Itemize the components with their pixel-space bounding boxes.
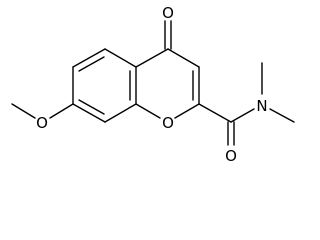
bond-c8-c8a [104, 103, 137, 123]
bond-c7-c8 [72, 103, 106, 123]
bond-c2-camide [198, 103, 232, 123]
benzene-ring [72, 48, 137, 123]
amide-oxygen-label: O [225, 147, 237, 165]
amide-group [198, 62, 295, 146]
methoxy-group [11, 103, 74, 119]
amide-nitrogen-label: N [256, 97, 267, 115]
structure-diagram: O O O O N [11, 4, 295, 165]
bond-camide-n [230, 108, 255, 123]
bond-o1-c8a [135, 103, 161, 119]
bond-c4-c3 [167, 48, 200, 68]
methoxy-oxygen-label: O [36, 114, 48, 132]
ketone-group [164, 20, 172, 50]
bond-c7-o [49, 103, 74, 119]
pyranone-ring [135, 48, 200, 119]
bond-c5-c6 [72, 48, 106, 68]
bond-c4a-c5 [104, 48, 137, 68]
bond-c7-c8-inner [78, 99, 105, 115]
bond-c2-o1 [174, 103, 200, 119]
ketone-oxygen-label: O [162, 4, 174, 22]
bond-n-methyl-right [269, 108, 295, 123]
ring-oxygen-label: O [162, 114, 174, 132]
bond-o-methyl [11, 103, 36, 119]
bond-c4a-c4 [135, 48, 169, 68]
bond-c5-c6-inner [78, 56, 105, 72]
